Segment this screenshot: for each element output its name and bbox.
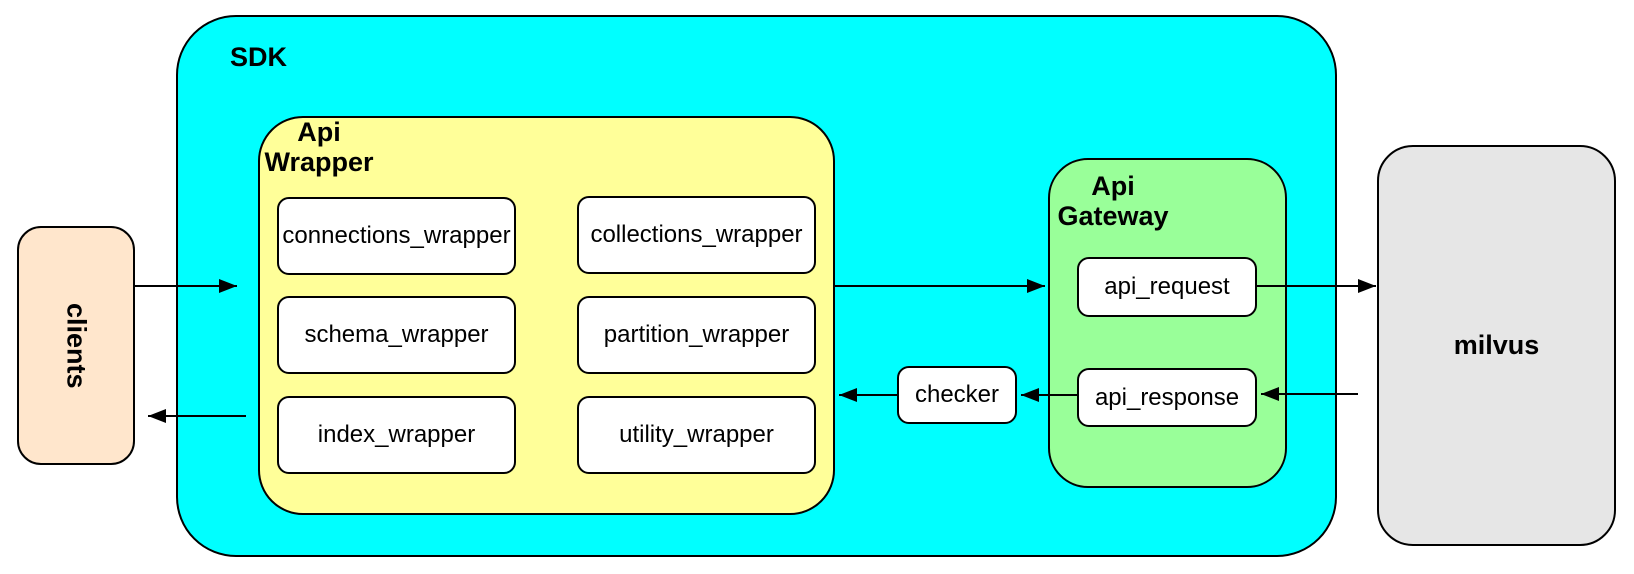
collections-wrapper-box: collections_wrapper — [577, 196, 816, 274]
schema-wrapper-label: schema_wrapper — [304, 321, 489, 348]
api-request-box: api_request — [1077, 257, 1257, 317]
checker-label: checker — [914, 381, 1000, 408]
index-wrapper-label: index_wrapper — [317, 421, 476, 448]
api-request-label: api_request — [1104, 273, 1230, 300]
connections-wrapper-box: connections_wrapper — [277, 197, 516, 275]
api-gateway-container — [1048, 158, 1287, 488]
partition-wrapper-box: partition_wrapper — [577, 296, 816, 374]
checker-box: checker — [897, 366, 1017, 424]
utility-wrapper-box: utility_wrapper — [577, 396, 816, 474]
clients-label: clients — [61, 302, 92, 389]
connections-wrapper-label: connections_wrapper — [282, 222, 511, 249]
schema-wrapper-box: schema_wrapper — [277, 296, 516, 374]
utility-wrapper-label: utility_wrapper — [619, 421, 774, 448]
api-response-box: api_response — [1077, 368, 1257, 427]
milvus-label: milvus — [1453, 330, 1540, 360]
api-response-label: api_response — [1094, 383, 1240, 411]
api-wrapper-label: Api Wrapper — [264, 117, 374, 177]
api-gateway-label: Api Gateway — [1057, 171, 1169, 231]
index-wrapper-box: index_wrapper — [277, 396, 516, 474]
clients-box: clients — [17, 226, 135, 465]
sdk-label: SDK — [230, 42, 288, 72]
partition-wrapper-label: partition_wrapper — [603, 321, 790, 348]
milvus-box: milvus — [1377, 145, 1616, 546]
collections-wrapper-label: collections_wrapper — [590, 221, 803, 248]
